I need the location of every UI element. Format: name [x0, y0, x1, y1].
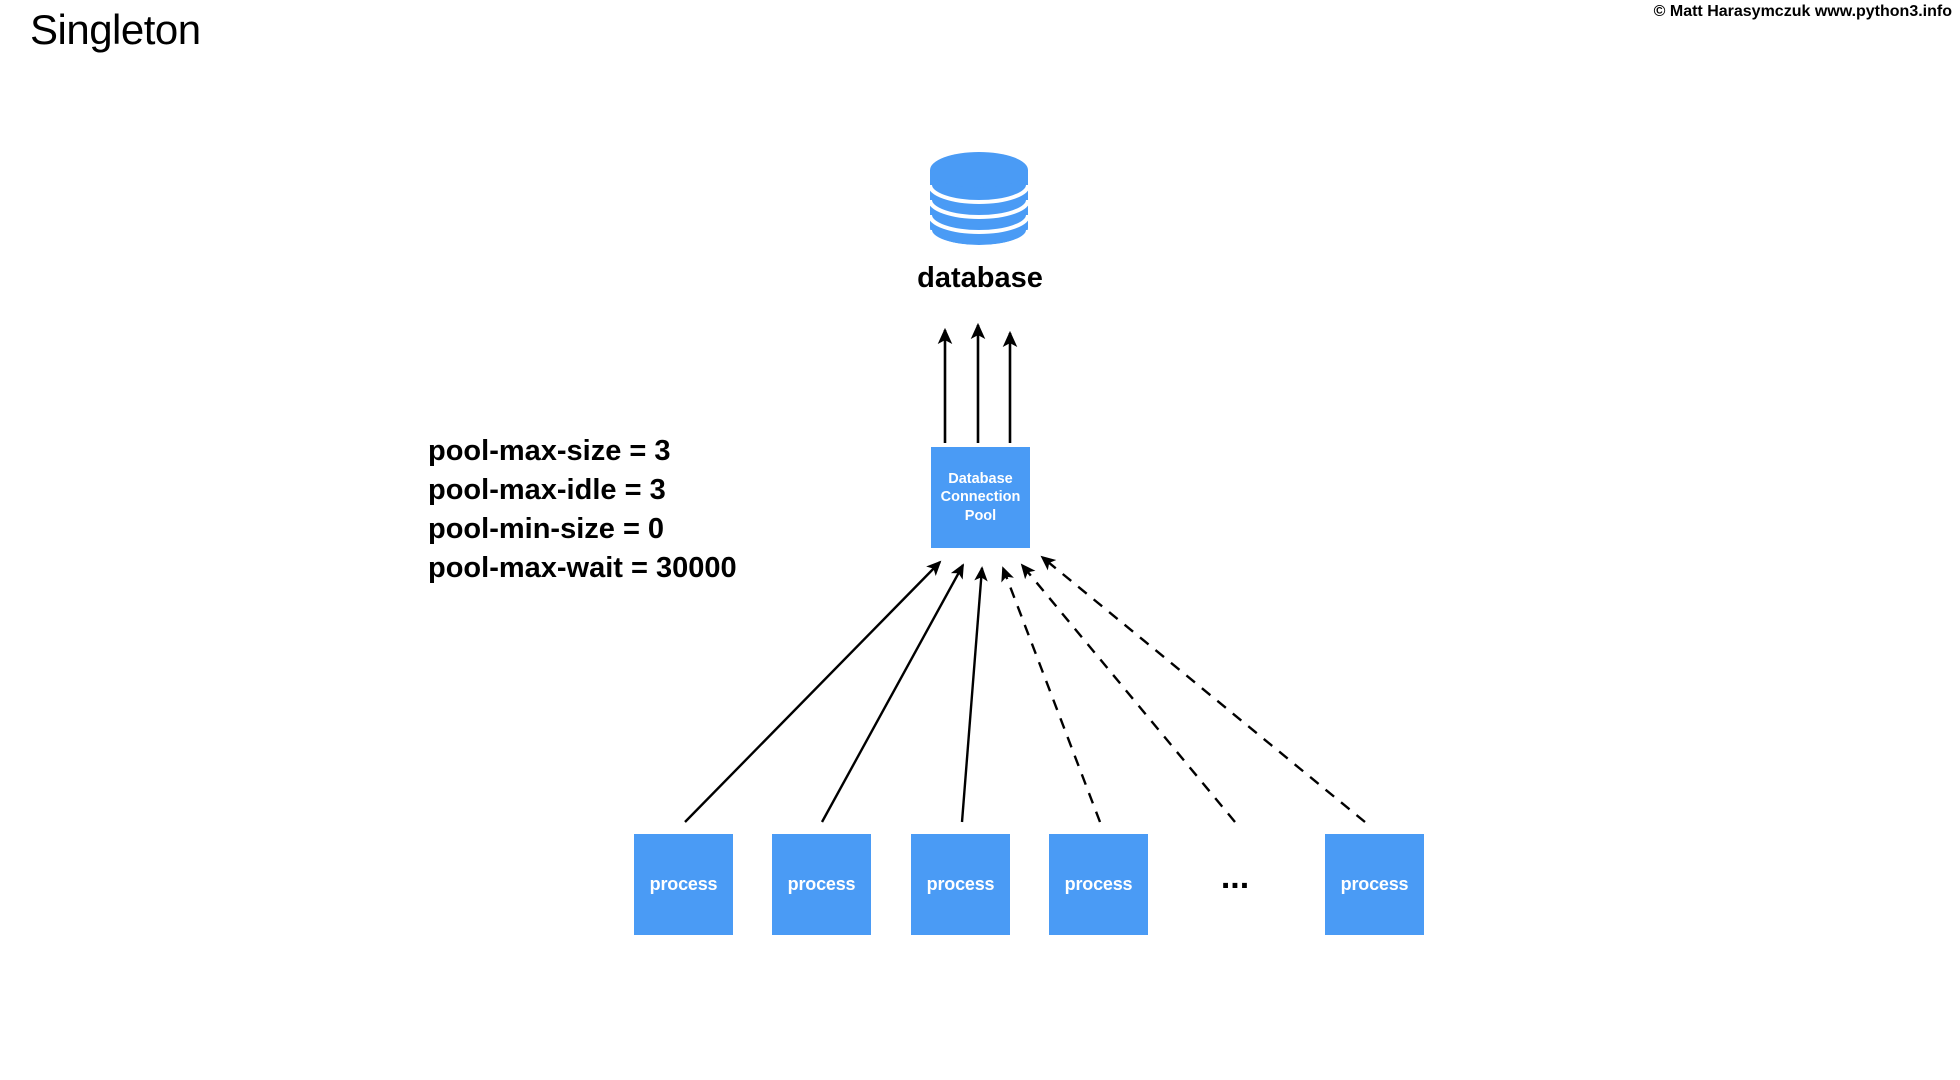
pool-box-label: Database Connection Pool	[941, 470, 1021, 525]
process-box-3[interactable]: process	[911, 834, 1010, 935]
config-line-pool-max-idle: pool-max-idle = 3	[428, 474, 666, 506]
process-box-label: process	[1064, 874, 1133, 894]
copyright-notice: © Matt Harasymczuk www.python3.info	[1653, 3, 1952, 20]
process-box-label: process	[787, 874, 856, 894]
process-to-pool-dashed-arrows	[1001, 555, 1366, 823]
config-line-pool-min-size: pool-min-size = 0	[428, 513, 665, 545]
pool-to-database-arrows	[937, 322, 1018, 443]
process-box-2[interactable]: process	[772, 834, 871, 935]
process-box-label: process	[926, 874, 995, 894]
database-connection-pool-box[interactable]: Database Connection Pool	[931, 447, 1030, 548]
process-box-label: process	[1340, 874, 1409, 894]
pool-label-line-2: Connection	[940, 489, 1021, 506]
process-box-1[interactable]: process	[634, 834, 733, 935]
pool-label-line-3: Pool	[964, 507, 997, 524]
process-to-pool-solid-arrows	[684, 560, 988, 823]
process-box-5[interactable]: process	[1325, 834, 1424, 935]
process-ellipsis: ...	[1220, 858, 1250, 896]
config-line-pool-max-wait: pool-max-wait = 30000	[428, 552, 737, 584]
config-line-pool-max-size: pool-max-size = 3	[428, 435, 671, 467]
pool-label-line-1: Database	[948, 470, 1013, 487]
process-box-label: process	[649, 874, 718, 894]
database-label: database	[917, 262, 1043, 294]
pool-configuration-text: pool-max-size = 3 pool-max-idle = 3 pool…	[428, 432, 737, 588]
process-box-4[interactable]: process	[1049, 834, 1148, 935]
database-cylinder-icon	[928, 152, 1030, 249]
page-title: Singleton	[30, 6, 201, 53]
